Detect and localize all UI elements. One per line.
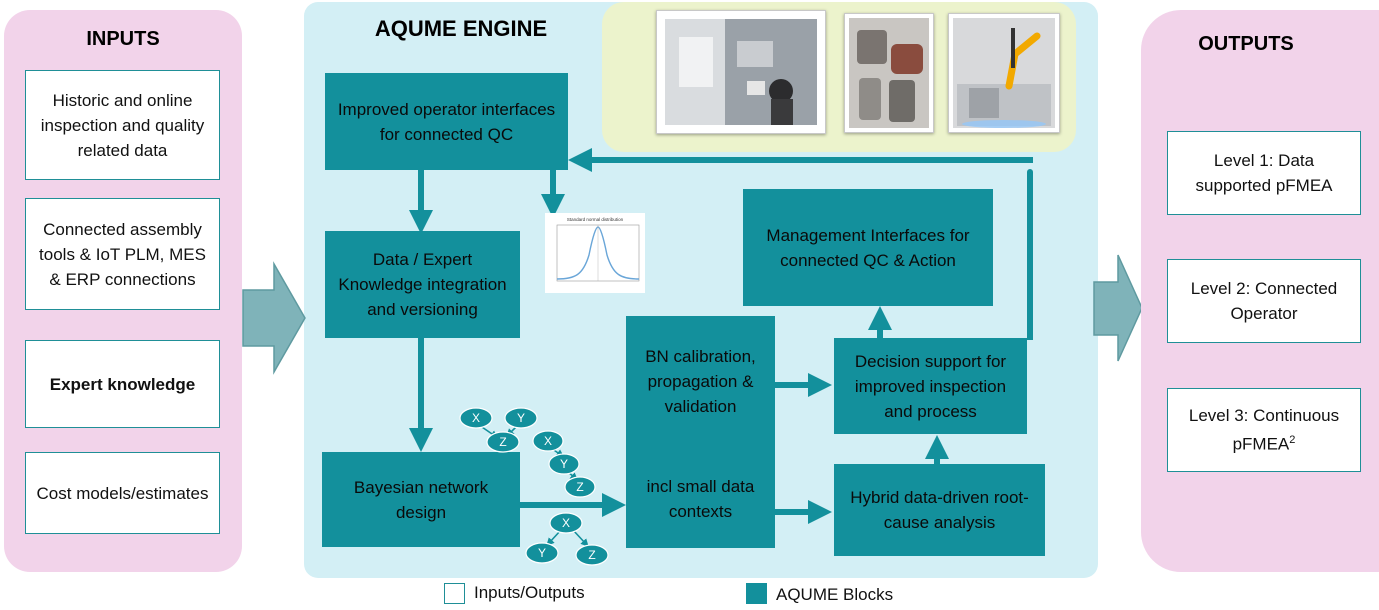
bn-calibration-label: BN calibration, propagation & validation [634,344,767,419]
output-level-3-superscript: 2 [1289,434,1295,446]
block-bayesian-network-design: Bayesian network design [322,452,520,547]
legend-aqume-label: AQUME Blocks [776,585,893,605]
gauss-title: Standard normal distribution [567,217,624,222]
block-data-expert-integration: Data / Expert Knowledge integration and … [325,231,520,338]
output-level-2: Level 2: Connected Operator [1167,259,1361,343]
block-bn-calibration: BN calibration, propagation & validation… [626,316,775,548]
legend-io-label: Inputs/Outputs [474,583,585,603]
block-operator-interfaces: Improved operator interfaces for connect… [325,73,568,170]
block-hybrid-root-cause: Hybrid data-driven root-cause analysis [834,464,1045,556]
bn-small-data-label: incl small data contexts [634,474,767,524]
block-decision-support: Decision support for improved inspection… [834,338,1027,434]
outputs-title: OUTPUTS [1141,33,1351,56]
output-level-3: Level 3: Continuous pFMEA2 [1167,388,1361,472]
legend-aqume-swatch [746,583,767,604]
block-management-interfaces: Management Interfaces for connected QC &… [743,189,993,306]
output-level-3-label: Level 3: Continuous pFMEA [1189,406,1339,454]
normal-distribution-plot: Standard normal distribution [545,213,645,293]
legend-io-swatch [444,583,465,604]
output-level-1: Level 1: Data supported pFMEA [1167,131,1361,215]
